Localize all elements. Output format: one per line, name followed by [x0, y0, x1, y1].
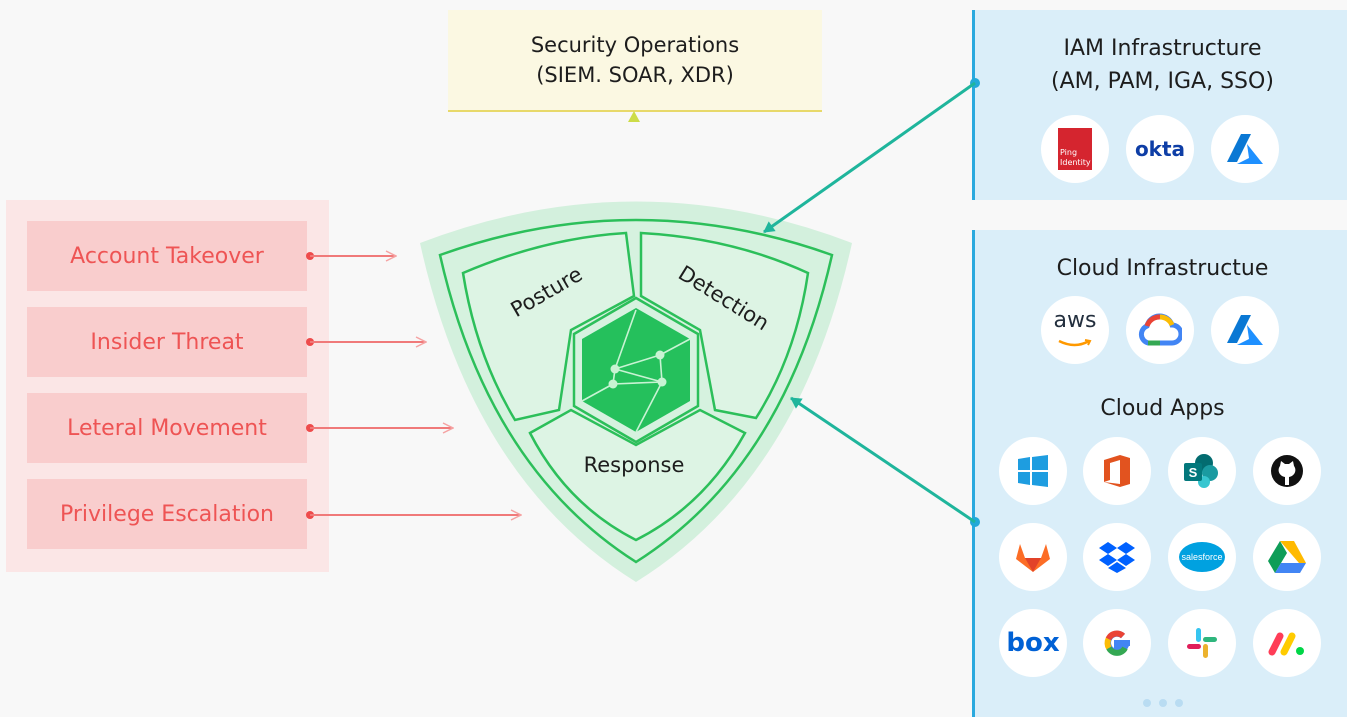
security-operations-subtitle: (SIEM. SOAR, XDR) [536, 63, 734, 87]
sharepoint-icon: S [1184, 454, 1218, 488]
iam-to-detection-arrow [763, 81, 976, 234]
threat-account-takeover: Account Takeover [27, 221, 307, 291]
dropbox-icon [1099, 542, 1135, 573]
google-cloud-icon [1138, 313, 1182, 346]
monday-icon [1268, 632, 1304, 656]
office-icon [1104, 455, 1130, 487]
box-icon: box [1006, 628, 1060, 658]
google-cloud-logo [1126, 296, 1194, 364]
threat-arrows [306, 252, 520, 519]
detection-segment [639, 231, 810, 420]
google-logo [1083, 609, 1151, 677]
github-logo [1253, 437, 1321, 505]
response-segment [528, 408, 747, 542]
aws-icon: aws [1054, 309, 1096, 351]
aws-logo: aws [1041, 296, 1109, 364]
cloud-to-detection-arrow [790, 396, 976, 524]
network-graph-icon [581, 309, 691, 433]
threat-insider-threat: Insider Threat [27, 307, 307, 377]
slack-icon [1187, 628, 1217, 658]
office-logo [1083, 437, 1151, 505]
google-drive-icon [1268, 541, 1306, 573]
security-operations-title: Security Operations [530, 33, 740, 57]
google-icon [1104, 630, 1131, 656]
gitlab-logo [999, 523, 1067, 591]
response-label: Response [584, 453, 685, 477]
sharepoint-logo: S [1168, 437, 1236, 505]
salesforce-logo: salesforce [1168, 523, 1236, 591]
okta-logo: okta [1126, 115, 1194, 183]
svg-text:salesforce: salesforce [1181, 552, 1222, 562]
iam-title: IAM Infrastructure [1063, 36, 1262, 61]
iam-infrastructure-panel: IAM Infrastructure (AM, PAM, IGA, SSO) P… [972, 10, 1347, 200]
salesforce-icon: salesforce [1179, 542, 1225, 572]
svg-text:S: S [1189, 465, 1198, 480]
more-indicator [975, 692, 1347, 711]
okta-icon: okta [1134, 137, 1186, 161]
github-icon [1271, 455, 1303, 487]
gitlab-icon [1016, 544, 1050, 572]
iam-subtitle: (AM, PAM, IGA, SSO) [1051, 69, 1274, 94]
posture-segment [461, 231, 636, 422]
cloud-infrastructure-title: Cloud Infrastructue [1056, 256, 1269, 281]
azure-icon [1227, 134, 1263, 164]
network-nodes [608, 350, 667, 389]
threat-lateral-movement: Leteral Movement [27, 393, 307, 463]
core-hexagon-icon [582, 308, 690, 432]
cloud-panel: Cloud Infrastructue aws Cloud Apps [972, 230, 1347, 717]
google-drive-logo [1253, 523, 1321, 591]
dropbox-logo [1083, 523, 1151, 591]
azure-logo [1211, 115, 1279, 183]
threat-privilege-escalation: Privilege Escalation [27, 479, 307, 549]
windows-logo [999, 437, 1067, 505]
cloud-apps-title: Cloud Apps [1100, 396, 1225, 421]
box-logo: box [999, 609, 1067, 677]
core-hexagon-outline [572, 296, 700, 444]
ping-identity-icon: Ping Identity [1058, 128, 1092, 170]
windows-icon [1018, 455, 1048, 487]
ping-identity-logo: Ping Identity [1041, 115, 1109, 183]
monday-logo [1253, 609, 1321, 677]
azure-cloud-logo [1211, 296, 1279, 364]
azure-icon [1227, 315, 1263, 345]
slack-logo [1168, 609, 1236, 677]
